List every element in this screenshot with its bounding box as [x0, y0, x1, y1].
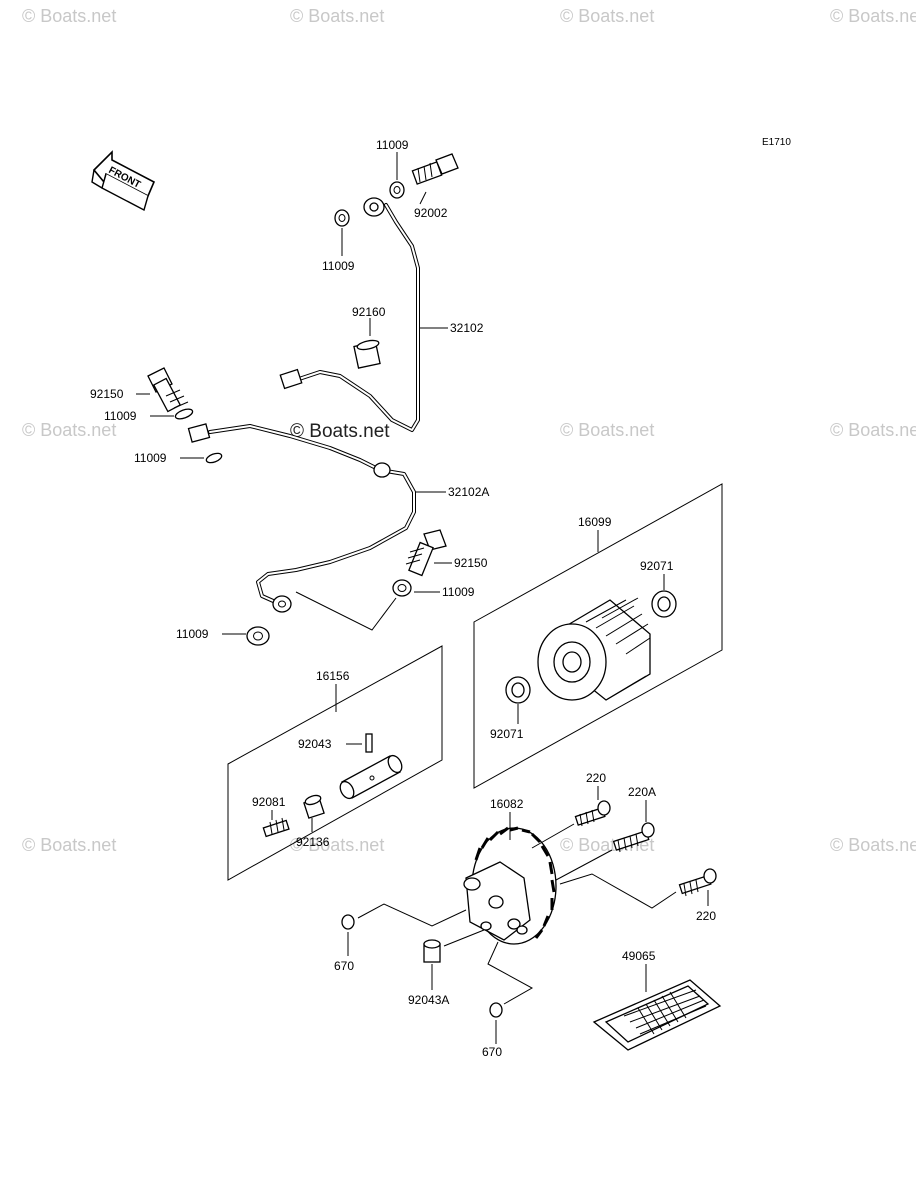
watermark-top-3: © Boats.net	[560, 6, 654, 26]
watermark-mid-4: © Boats.net	[830, 420, 916, 440]
label-670-a: 670	[334, 959, 354, 973]
washer-11009-left	[334, 209, 350, 227]
watermark-low-2: © Boats.net	[290, 835, 384, 855]
watermark-low-1: © Boats.net	[22, 835, 116, 855]
screw-220-b	[678, 868, 717, 897]
label-220A: 220A	[628, 785, 656, 799]
washer-11009-e	[246, 626, 270, 646]
diagram-code: E1710	[762, 137, 791, 148]
front-arrow-icon: FRONT	[91, 150, 156, 212]
oil-pump-16082	[463, 826, 557, 945]
label-220-a: 220	[586, 771, 606, 785]
label-92150-a: 92150	[90, 387, 124, 401]
collar-92160	[353, 339, 381, 369]
label-92071-a: 92071	[640, 559, 674, 573]
pin-92043	[365, 733, 373, 753]
label-11009-left: 11009	[322, 259, 355, 273]
label-92071-b: 92071	[490, 727, 524, 741]
oil-strainer-49065	[592, 979, 722, 1051]
label-92081: 92081	[252, 795, 286, 809]
dowel-92043A	[423, 939, 441, 963]
label-49065: 49065	[622, 949, 656, 963]
watermark-mid-1: © Boats.net	[22, 420, 116, 440]
bolt-92081	[262, 817, 290, 838]
washer-11009-b	[174, 408, 194, 420]
label-11009-d: 11009	[442, 585, 475, 599]
washer-11009-d	[392, 579, 412, 597]
collar-92136	[303, 794, 325, 819]
label-16082: 16082	[490, 797, 524, 811]
o-ring-670-b	[489, 1002, 503, 1018]
shaft	[339, 754, 403, 800]
label-11009-top: 11009	[376, 138, 409, 152]
watermark-top-1: © Boats.net	[22, 6, 116, 26]
banjo-bolt-92002	[411, 153, 459, 185]
label-11009-b: 11009	[104, 409, 137, 423]
washer-11009-top	[389, 181, 405, 199]
screw-220-a	[574, 800, 611, 827]
watermark-mid-3: © Boats.net	[560, 420, 654, 440]
label-92150-b: 92150	[454, 556, 488, 570]
watermark-low-4: © Boats.net	[830, 835, 916, 855]
oil-filter-kit-frame	[473, 483, 723, 789]
part-labels: 11009 92002 11009 92160 32102 92150 1100…	[90, 138, 716, 1059]
oil-pipe-32102	[279, 197, 420, 432]
label-92160: 92160	[352, 305, 386, 319]
o-ring-92071-a	[651, 590, 677, 618]
o-ring-670-a	[341, 914, 355, 930]
label-32102A: 32102A	[448, 485, 489, 499]
washer-11009-c	[205, 452, 223, 464]
bolt-92150-upper	[147, 367, 189, 413]
o-ring-92071-b	[505, 676, 531, 704]
label-92002: 92002	[414, 206, 448, 220]
shaft-kit-frame	[227, 645, 443, 881]
watermark-group: © Boats.net © Boats.net © Boats.net © Bo…	[22, 6, 916, 855]
label-92136: 92136	[296, 835, 330, 849]
label-32102: 32102	[450, 321, 484, 335]
label-220-b: 220	[696, 909, 716, 923]
label-92043: 92043	[298, 737, 332, 751]
watermark-top-2: © Boats.net	[290, 6, 384, 26]
oil-filter-16099	[537, 597, 651, 701]
label-16099: 16099	[578, 515, 612, 529]
label-11009-e: 11009	[176, 627, 209, 641]
oil-pipe-32102A	[187, 423, 416, 613]
label-16156: 16156	[316, 669, 350, 683]
screw-220A	[612, 822, 655, 853]
watermark-mid-2: © Boats.net	[290, 421, 390, 442]
label-92043A: 92043A	[408, 993, 449, 1007]
watermark-top-4: © Boats.net	[830, 6, 916, 26]
label-11009-c: 11009	[134, 451, 167, 465]
label-670-b: 670	[482, 1045, 502, 1059]
bolt-92150-middle	[405, 529, 447, 577]
